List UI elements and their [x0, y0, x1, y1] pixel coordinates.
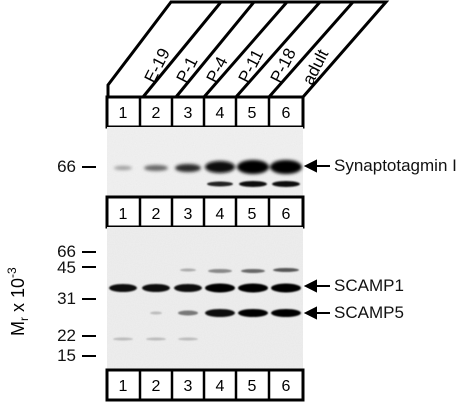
- protein-label-scamp5: SCAMP5: [334, 303, 404, 322]
- protein-label-scamp1: SCAMP1: [334, 276, 404, 295]
- lane-number: 4: [216, 206, 225, 223]
- lane-number: 4: [216, 378, 225, 395]
- svg-text:Mr x 10-3: Mr x 10-3: [5, 267, 31, 336]
- bottom-blot-panel: [107, 227, 303, 370]
- lane-number: 3: [184, 105, 193, 122]
- lane-number-row-top: 1 2 3 4 5 6: [105, 95, 305, 129]
- top-blot-panel: [107, 127, 303, 197]
- mw-marker-45: 45: [57, 258, 76, 277]
- mw-marker-15: 15: [57, 346, 76, 365]
- mw-marker-ticks: [82, 166, 96, 357]
- lane-number: 6: [282, 105, 291, 122]
- lane-number: 2: [152, 378, 161, 395]
- lane-number: 5: [248, 105, 257, 122]
- band-arrows: [303, 159, 330, 320]
- lane-number-row-bottom: 1 2 3 4 5 6: [105, 368, 305, 402]
- axis-label-rest: x 10: [8, 278, 28, 317]
- lane-number: 5: [248, 206, 257, 223]
- lane-number: 4: [216, 105, 225, 122]
- mr-axis-label: Mr x 10-3: [5, 267, 31, 336]
- axis-label-main: M: [8, 321, 28, 336]
- lane-number: 3: [184, 206, 193, 223]
- mw-marker-31: 31: [57, 289, 76, 308]
- lane-number-row-middle: 1 2 3 4 5 6: [105, 195, 305, 229]
- axis-label-sub: r: [17, 317, 31, 321]
- lane-number: 1: [119, 378, 128, 395]
- lane-number: 2: [152, 206, 161, 223]
- lane-number: 6: [282, 206, 291, 223]
- axis-label-sup: -3: [5, 267, 19, 278]
- protein-label-synaptotagmin: Synaptotagmin I: [334, 156, 457, 175]
- mw-marker-66-top: 66: [57, 157, 76, 176]
- lane-number: 3: [184, 378, 193, 395]
- mw-marker-22: 22: [57, 326, 76, 345]
- lane-number: 1: [119, 206, 128, 223]
- lane-number: 2: [152, 105, 161, 122]
- mw-marker-66: 66: [57, 242, 76, 261]
- stage-header: [106, 0, 390, 99]
- lane-number: 1: [119, 105, 128, 122]
- lane-number: 6: [282, 378, 291, 395]
- lane-number: 5: [248, 378, 257, 395]
